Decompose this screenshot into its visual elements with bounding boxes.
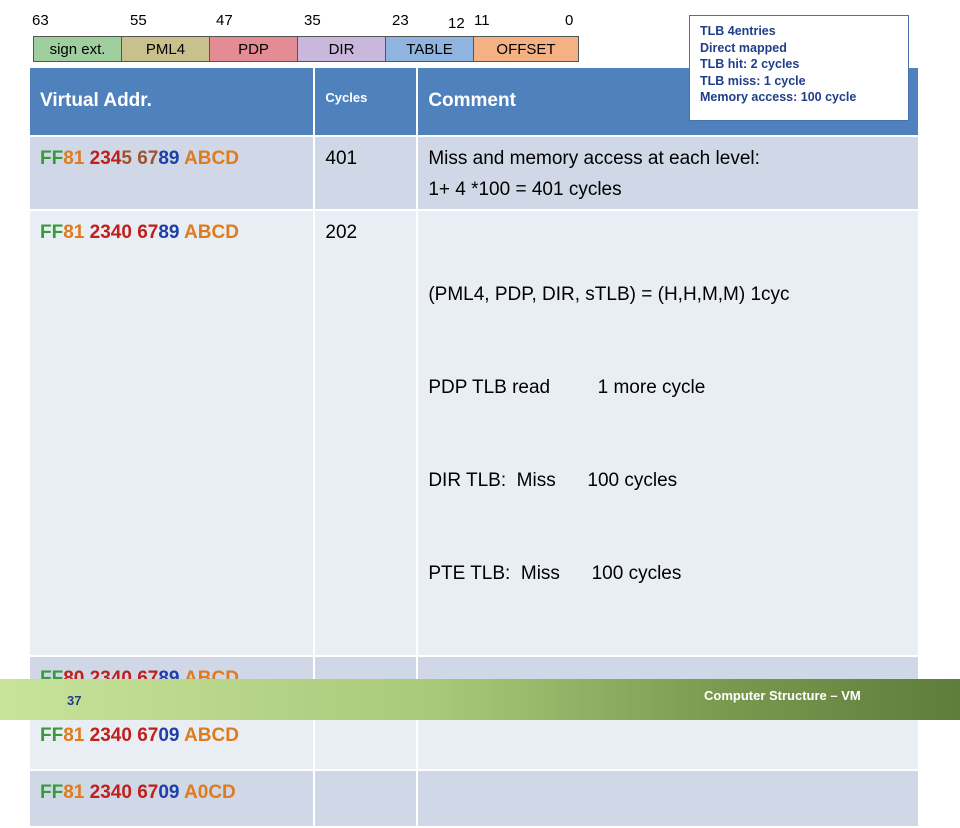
cell-comment: (PML4, PDP, DIR, sTLB) = (H,H,M,M) 1cyc …	[417, 210, 920, 657]
table-row: FF81 2340 6709 A0CD	[30, 770, 920, 828]
cell-virtual-addr: FF81 2340 6709 ABCD	[30, 713, 316, 771]
slide-footer: 37 Computer Structure – VM	[0, 679, 960, 720]
header-virtual-addr: Virtual Addr.	[30, 68, 316, 137]
info-line: TLB hit: 2 cycles	[700, 57, 800, 71]
cell-virtual-addr: FF81 2345 6789 ABCD	[30, 136, 316, 211]
cell-cycles: 401	[314, 136, 419, 211]
bit-position-labels: 63 55 47 35 23 12 11 0	[30, 12, 590, 32]
cell-comment	[417, 770, 920, 828]
bit-23: 23	[392, 12, 409, 29]
cell-comment: Miss and memory access at each level: 1+…	[417, 136, 920, 211]
table-row: FF81 2340 6789 ABCD 202 (PML4, PDP, DIR,…	[30, 210, 920, 657]
info-line: TLB miss: 1 cycle	[700, 73, 806, 88]
cell-cycles: 202	[314, 210, 419, 657]
info-line: Direct mapped	[700, 40, 787, 55]
table-row: FF81 2340 6709 ABCD	[30, 713, 920, 771]
address-field-diagram: sign ext. PML4 PDP DIR TABLE OFFSET	[33, 36, 579, 62]
page-number: 37	[67, 693, 82, 708]
cell-virtual-addr: FF81 2340 6789 ABCD	[30, 210, 316, 657]
bit-11: 11	[474, 12, 490, 29]
course-title: Computer Structure – VM	[704, 688, 861, 703]
field-sign-ext: sign ext.	[34, 37, 122, 61]
field-offset: OFFSET	[474, 37, 578, 61]
bit-35: 35	[304, 12, 321, 29]
bit-55: 55	[130, 12, 147, 29]
header-cycles: Cycles	[314, 68, 419, 137]
table-row: FF81 2345 6789 ABCD 401 Miss and memory …	[30, 136, 920, 211]
cell-cycles	[314, 713, 419, 771]
cell-comment	[417, 713, 920, 771]
bit-12: 12	[448, 15, 465, 32]
field-table: TABLE	[386, 37, 474, 61]
info-line: TLB 4entries	[700, 24, 776, 38]
field-dir: DIR	[298, 37, 386, 61]
field-pdp: PDP	[210, 37, 298, 61]
bit-0: 0	[565, 12, 574, 29]
field-pml4: PML4	[122, 37, 210, 61]
cell-virtual-addr: FF81 2340 6709 A0CD	[30, 770, 316, 828]
bit-63: 63	[32, 12, 49, 29]
info-line: Memory access: 100 cycle	[700, 90, 857, 104]
cell-cycles	[314, 770, 419, 828]
tlb-info-box: TLB 4entries Direct mapped TLB hit: 2 cy…	[689, 15, 909, 121]
bit-47: 47	[216, 12, 233, 29]
